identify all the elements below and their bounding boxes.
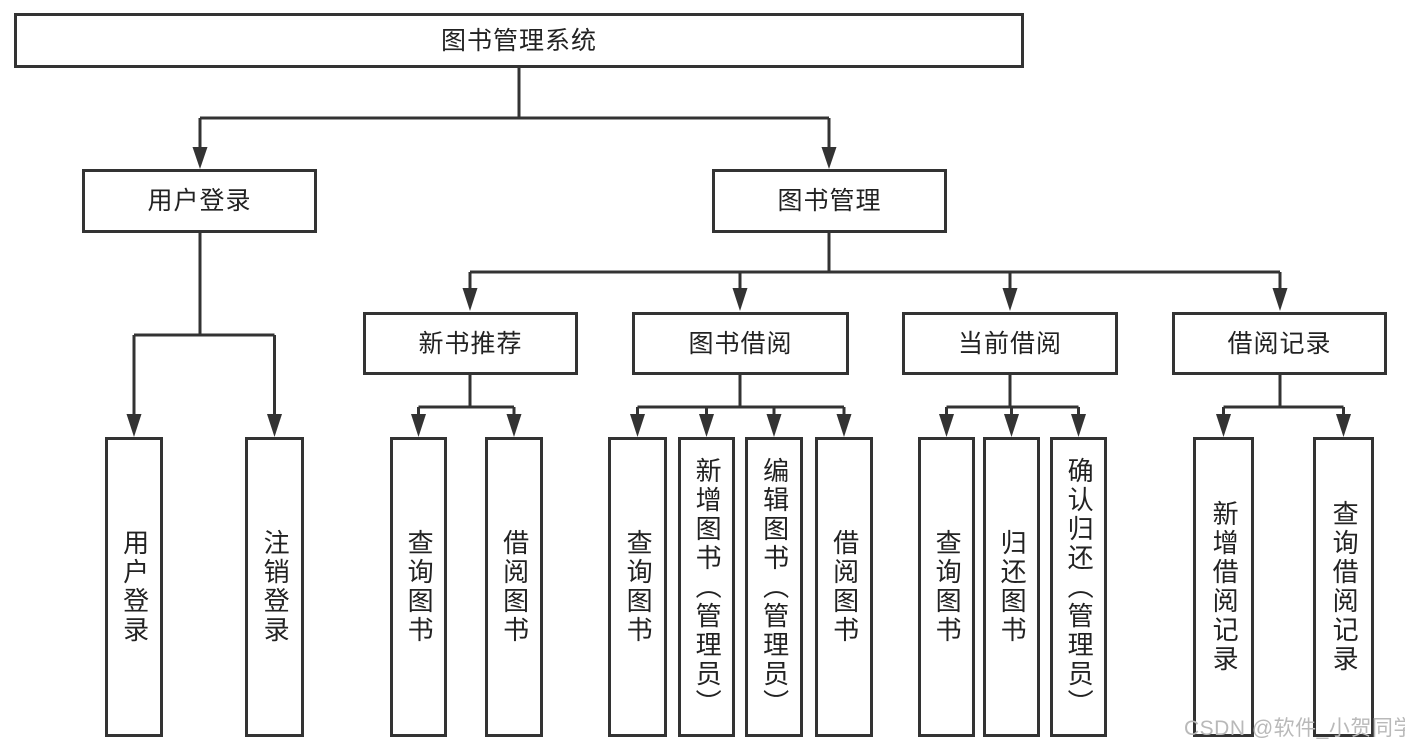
arrowhead-bb-query (630, 414, 645, 437)
arrowhead-leaf-logout (267, 414, 282, 437)
arrowhead-book-borrow (732, 288, 748, 311)
connector-book-management-split (468, 233, 1282, 290)
arrowhead-bb-add (699, 414, 714, 437)
watermark-text: CSDN @软件_小贺同学 (1184, 717, 1405, 740)
node-borrow-records: 借阅记录 (1172, 312, 1387, 375)
leaf-logout: 注销登录 (245, 437, 304, 737)
leaf-borrow-books-recommend: 借阅图书 (485, 437, 543, 737)
arrowhead-nb-borrow (506, 414, 522, 437)
leaf-return-book: 归还图书 (983, 437, 1040, 737)
arrowhead-br-add (1216, 414, 1231, 437)
arrowhead-book-management (821, 147, 837, 169)
arrowhead-new-book-recommend (462, 288, 478, 311)
connector-user-login-split (132, 233, 276, 416)
leaf-add-borrow-record: 新增借阅记录 (1193, 437, 1254, 737)
arrowhead-cb-query (939, 414, 954, 437)
leaf-add-book-admin: 新增图书（管理员） (678, 437, 735, 737)
connector-borrow-records-split (1222, 375, 1345, 416)
node-book-management: 图书管理 (712, 169, 947, 233)
connector-new-book-split (417, 375, 516, 416)
connector-root-split (198, 68, 831, 148)
arrowhead-br-query (1336, 414, 1351, 437)
connector-current-borrow-split (945, 375, 1080, 416)
leaf-query-borrow-record: 查询借阅记录 (1313, 437, 1374, 737)
node-current-borrow: 当前借阅 (902, 312, 1118, 375)
node-book-borrow: 图书借阅 (632, 312, 849, 375)
leaf-query-books-current: 查询图书 (918, 437, 975, 737)
arrowhead-cb-confirm (1071, 414, 1086, 437)
arrowhead-bb-edit (766, 414, 782, 437)
leaf-edit-book-admin: 编辑图书（管理员） (745, 437, 803, 737)
connector-book-borrow-split (636, 375, 846, 416)
leaf-user-login: 用户登录 (105, 437, 163, 737)
leaf-query-books-borrow: 查询图书 (608, 437, 667, 737)
arrowhead-leaf-user-login (126, 414, 142, 437)
node-new-book-recommend: 新书推荐 (363, 312, 578, 375)
leaf-borrow-books: 借阅图书 (815, 437, 873, 737)
arrowhead-bb-borrow (836, 414, 852, 437)
arrowhead-nb-query (411, 414, 426, 437)
node-user-login: 用户登录 (82, 169, 317, 233)
node-root: 图书管理系统 (14, 13, 1024, 68)
leaf-query-books-recommend: 查询图书 (390, 437, 447, 737)
arrowhead-cb-return (1004, 414, 1019, 437)
arrowhead-current-borrow (1002, 288, 1018, 311)
leaf-confirm-return-admin: 确认归还（管理员） (1050, 437, 1107, 737)
arrowhead-borrow-records (1272, 288, 1288, 311)
arrowhead-user-login (192, 147, 208, 169)
